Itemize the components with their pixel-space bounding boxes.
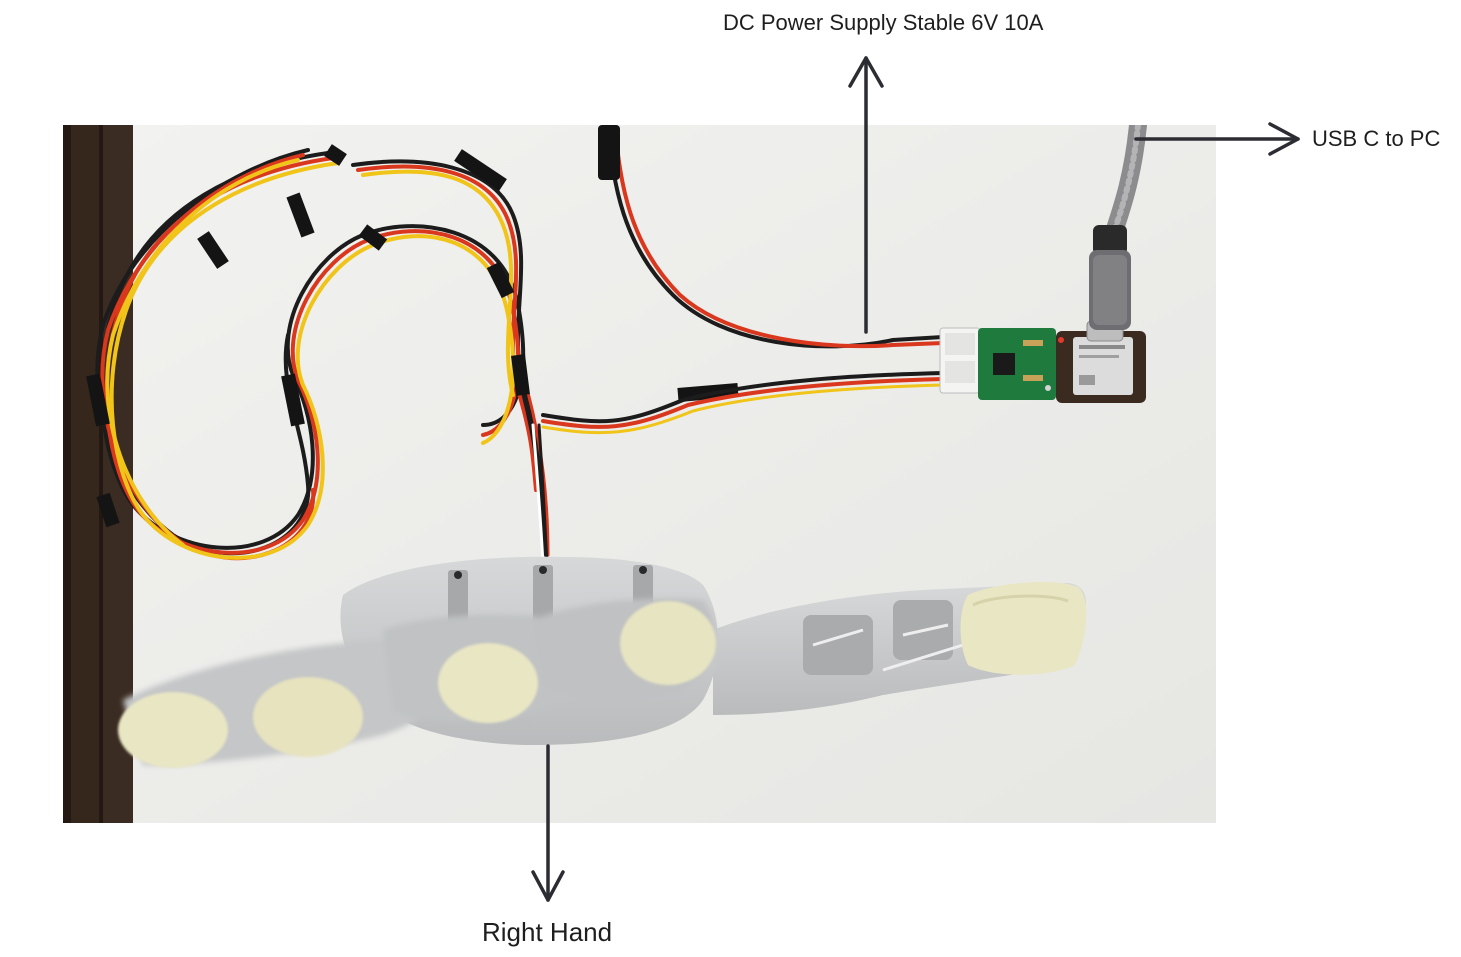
microcontroller-board [1056, 320, 1146, 403]
servo-wire-bundle [86, 144, 739, 561]
right-hand-label: Right Hand [482, 917, 613, 947]
power-supply-label: DC Power Supply Stable 6V 10A [723, 10, 1044, 35]
power-wires [598, 125, 945, 349]
servo-driver-board [939, 327, 1056, 400]
hardware-photo [63, 125, 1216, 823]
usb-label: USB C to PC [1312, 126, 1441, 151]
servo-to-board-wires [531, 371, 945, 567]
robotic-hand [118, 556, 1087, 768]
